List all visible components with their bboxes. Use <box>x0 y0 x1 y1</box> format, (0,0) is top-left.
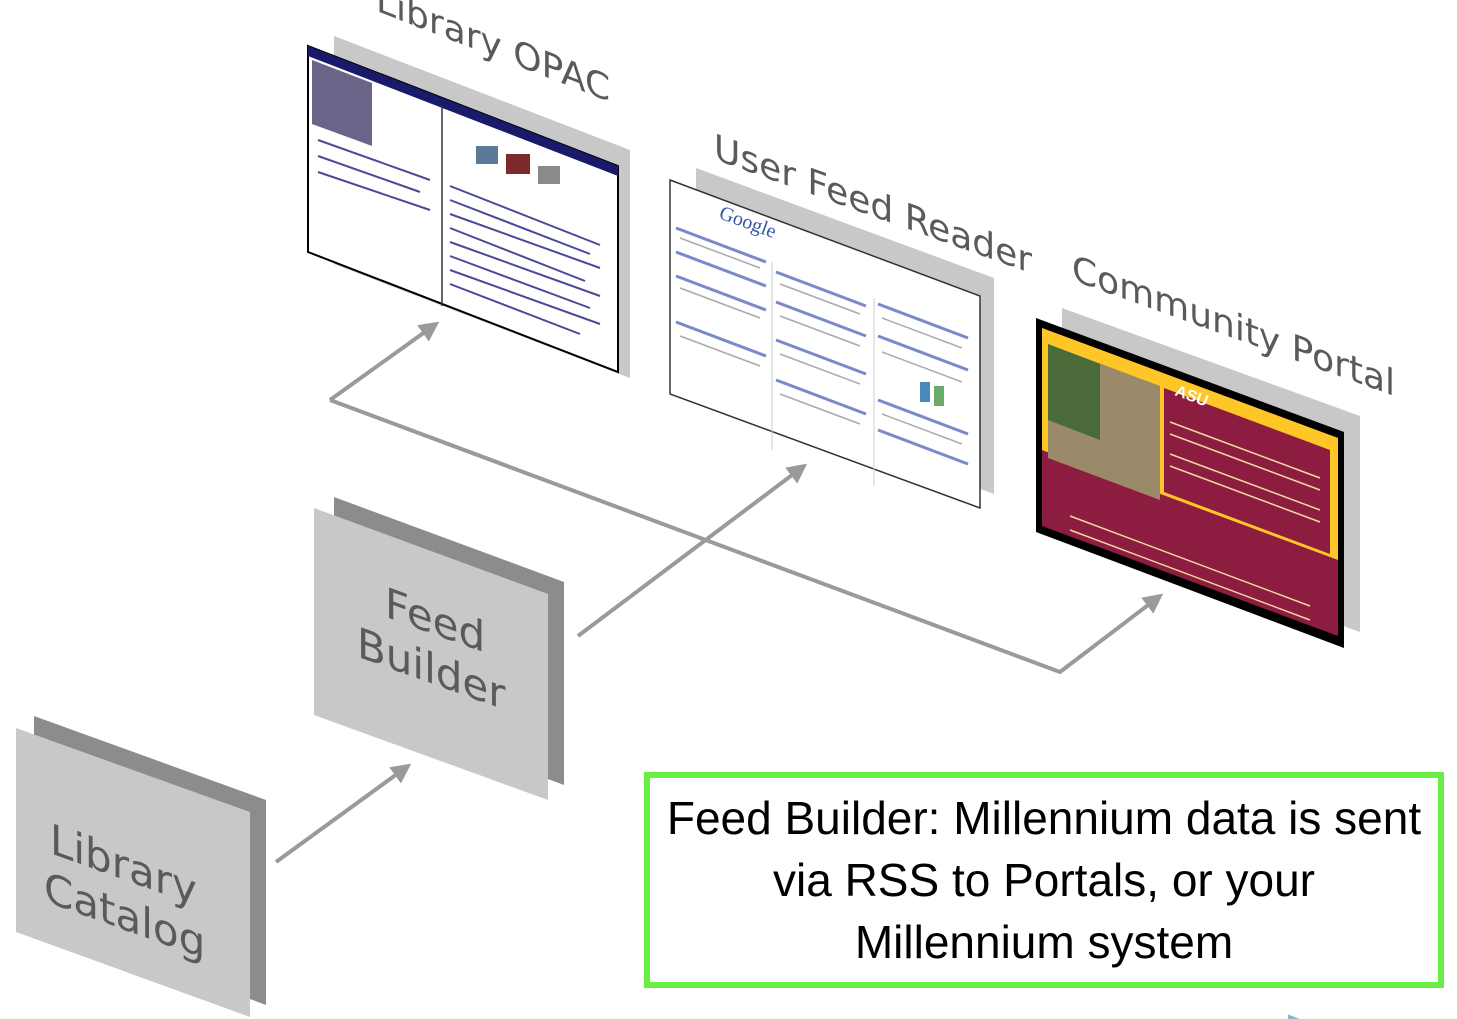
caption-text: Feed Builder: Millennium data is sent vi… <box>666 792 1422 968</box>
caption-box: Feed Builder: Millennium data is sent vi… <box>644 772 1444 988</box>
user-feed-reader-screen: Google <box>669 126 1033 510</box>
arrow-to-opac <box>328 321 440 402</box>
library-opac-screen: Library OPAC <box>307 0 630 378</box>
flow-arrows <box>274 321 1164 864</box>
library-catalog-panel: Library Catalog <box>16 716 266 1017</box>
arrow-to-portal <box>329 398 1164 675</box>
arrow-catalog-to-builder <box>274 763 412 864</box>
feed-builder-panel: Feed Builder <box>314 497 564 800</box>
arrow-builder-to-feed-reader <box>576 463 808 638</box>
